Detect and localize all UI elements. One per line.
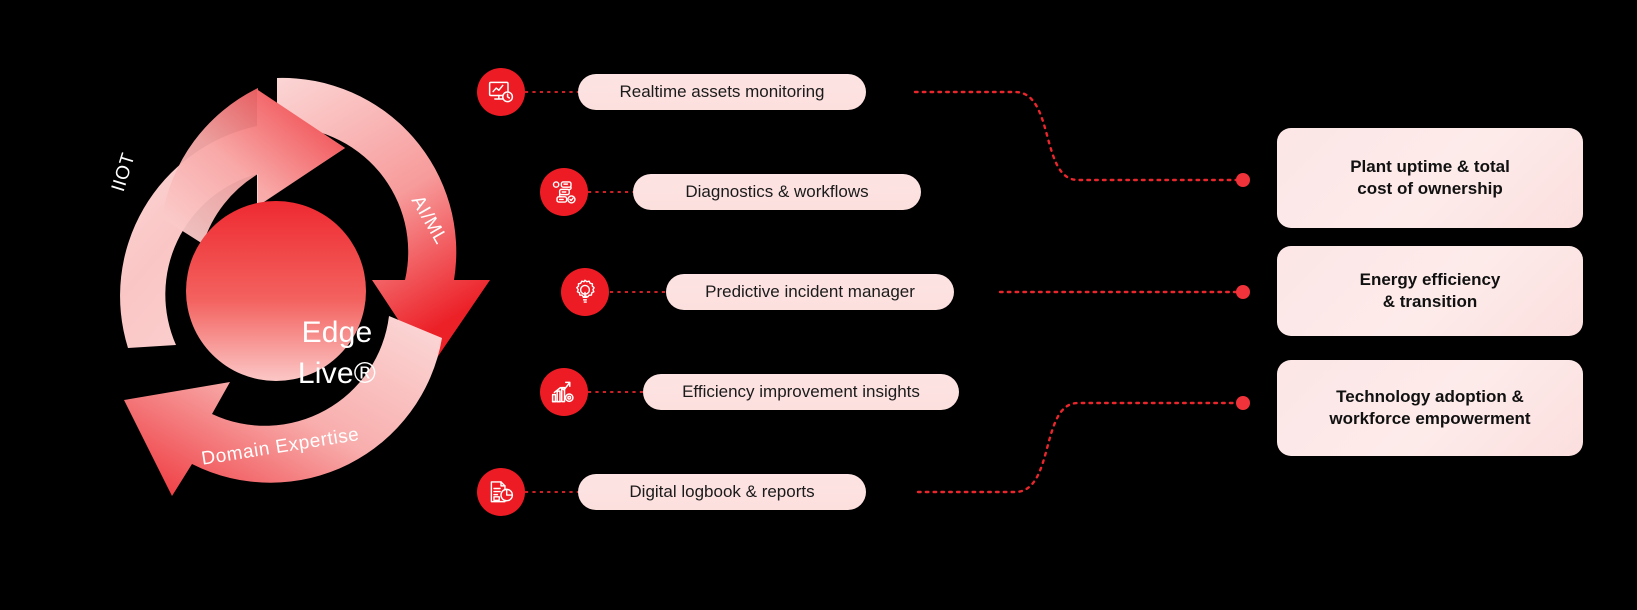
workflow-nodes-icon xyxy=(552,181,576,204)
outcome-line1: Plant uptime & total xyxy=(1350,156,1510,176)
outcome-card-technology-adoption[interactable]: Technology adoption & workforce empowerm… xyxy=(1277,360,1583,456)
connector-pill-outcome-top xyxy=(913,90,1240,182)
outcome-line1: Energy efficiency xyxy=(1359,269,1501,289)
outcome-card-plant-uptime[interactable]: Plant uptime & total cost of ownership xyxy=(1277,128,1583,228)
document-pie-chart-icon xyxy=(490,481,514,503)
edge-live-cycle-diagram: Edge Live® xyxy=(62,48,532,532)
monitor-chart-clock-icon xyxy=(488,81,514,103)
connector-endpoint-bottom xyxy=(1236,396,1250,410)
capability-icon-document-pie-chart[interactable] xyxy=(477,468,525,516)
capability-icon-workflow-nodes[interactable] xyxy=(540,168,588,216)
connector-endpoint-middle xyxy=(1236,285,1250,299)
connector-endpoint-top xyxy=(1236,173,1250,187)
capability-pill-predictive-incident-manager[interactable]: Predictive incident manager xyxy=(666,274,954,310)
capability-pill-realtime-assets-monitoring[interactable]: Realtime assets monitoring xyxy=(578,74,866,110)
capability-icon-gear-lightbulb[interactable] xyxy=(561,268,609,316)
outcome-line2: cost of ownership xyxy=(1357,179,1503,198)
capability-pill-diagnostics-workflows[interactable]: Diagnostics & workflows xyxy=(633,174,921,210)
cycle-arrow-bottom xyxy=(124,316,442,496)
cycle-core-circle xyxy=(186,201,366,381)
cycle-arrow-top-accent xyxy=(162,88,345,244)
connector-pill-outcome-bottom xyxy=(916,401,1240,494)
capability-icon-monitor-chart-clock[interactable] xyxy=(477,68,525,116)
outcome-line2: workforce empowerment xyxy=(1329,409,1531,428)
bar-chart-growth-gear-icon xyxy=(551,381,574,403)
cycle-arrow-right xyxy=(277,77,490,368)
capability-pill-efficiency-improvement-insights[interactable]: Efficiency improvement insights xyxy=(643,374,959,410)
outcome-card-energy-efficiency[interactable]: Energy efficiency & transition xyxy=(1277,246,1583,336)
outcome-line1: Technology adoption & xyxy=(1336,386,1524,406)
gear-lightbulb-icon xyxy=(576,279,595,303)
capability-icon-bar-chart-growth-gear[interactable] xyxy=(540,368,588,416)
outcome-line2: & transition xyxy=(1382,292,1478,311)
capability-pill-digital-logbook-reports[interactable]: Digital logbook & reports xyxy=(578,474,866,510)
